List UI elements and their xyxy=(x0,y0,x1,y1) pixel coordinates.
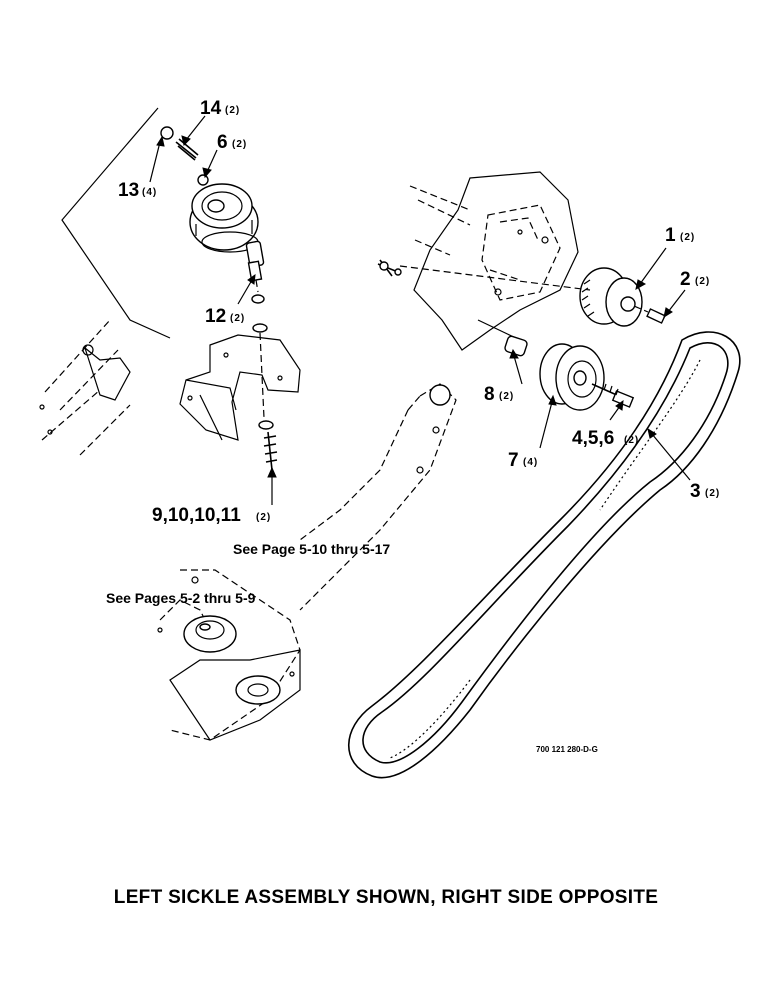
callout-6: 6 (2) xyxy=(217,132,247,153)
callout-number: 3 xyxy=(690,481,701,502)
callout-9-10-10-11: 9,10,10,11 (2) xyxy=(152,505,271,526)
leader-lines xyxy=(149,115,691,505)
figure-caption: LEFT SICKLE ASSEMBLY SHOWN, RIGHT SIDE O… xyxy=(113,887,659,908)
callout-qty: (4) xyxy=(523,457,538,468)
callout-qty: (2) xyxy=(256,512,271,523)
sickle-drive-arm xyxy=(157,383,457,741)
callout-qty: (2) xyxy=(695,276,710,287)
drive-belt xyxy=(348,331,741,779)
callout-number: 13 xyxy=(118,180,139,201)
callout-number: 6 xyxy=(217,132,228,153)
callout-qty: (2) xyxy=(705,488,720,499)
right-idler-pulley xyxy=(477,319,635,411)
callout-1: 1 (2) xyxy=(665,225,695,246)
right-frame-outline xyxy=(377,171,579,351)
callout-2: 2 (2) xyxy=(680,269,710,290)
callout-qty: (4) xyxy=(142,187,157,198)
callout-number: 4,5,6 xyxy=(572,428,614,449)
callout-13: 13 (4) xyxy=(118,180,157,201)
callout-7: 7 (4) xyxy=(508,450,538,471)
callout-number: 7 xyxy=(508,450,519,471)
callout-qty: (2) xyxy=(232,139,247,150)
callout-qty: (2) xyxy=(225,105,240,116)
callout-14: 14 (2) xyxy=(200,98,240,119)
callout-number: 9,10,10,11 xyxy=(152,505,241,526)
callout-8: 8 (2) xyxy=(484,384,514,405)
callout-number: 2 xyxy=(680,269,691,290)
callout-number: 8 xyxy=(484,384,495,405)
callout-qty: (2) xyxy=(230,313,245,324)
callout-4-5-6: 4,5,6 (2) xyxy=(572,428,639,449)
callout-number: 14 xyxy=(200,98,222,119)
callout-qty: (2) xyxy=(680,232,695,243)
page-reference-5-10: See Page 5-10 thru 5-17 xyxy=(233,541,390,557)
page-reference-5-2: See Pages 5-2 thru 5-9 xyxy=(106,590,256,606)
callout-12: 12 (2) xyxy=(205,306,245,327)
callout-3: 3 (2) xyxy=(690,481,720,502)
drawing-code: 700 121 280-D-G xyxy=(536,745,598,754)
callout-number: 1 xyxy=(665,225,676,246)
idler-hardware xyxy=(160,126,278,471)
drive-pulley xyxy=(399,265,666,327)
callout-qty: (2) xyxy=(624,435,639,446)
callout-number: 12 xyxy=(205,306,226,327)
left-frame-outline xyxy=(39,107,171,456)
idler-pulley xyxy=(189,183,259,253)
idler-bracket xyxy=(179,334,301,441)
callout-qty: (2) xyxy=(499,391,514,402)
